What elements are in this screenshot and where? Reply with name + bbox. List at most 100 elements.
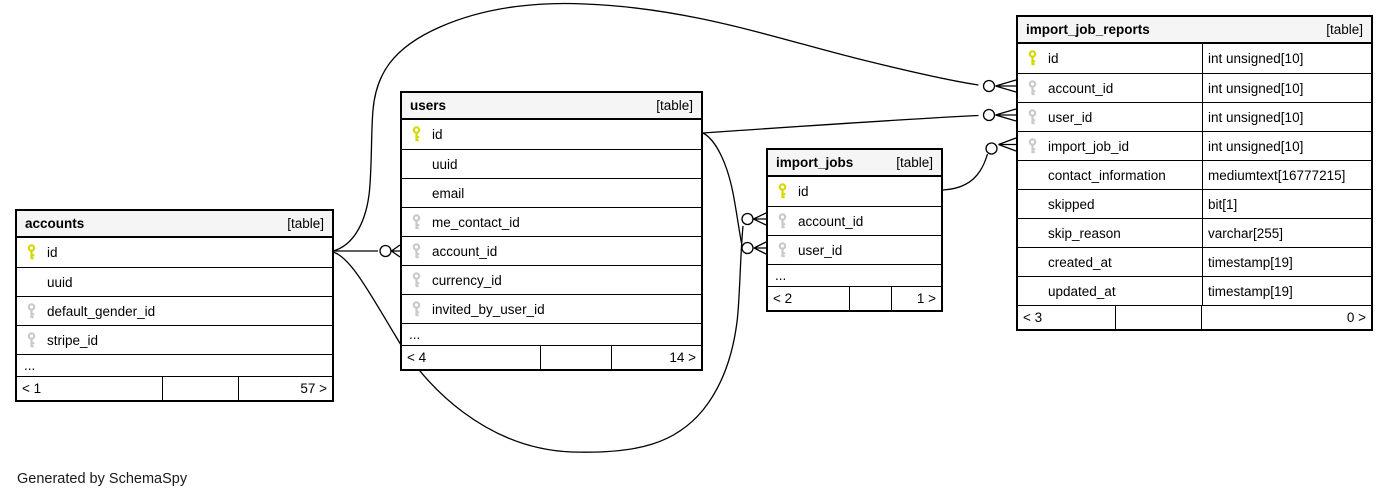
ellipsis-row: ... bbox=[402, 323, 701, 345]
edge-accounts-import-job-reports bbox=[332, 2, 979, 252]
column-name-cell: skipped bbox=[1018, 190, 1202, 218]
primary-key-icon-cell bbox=[768, 183, 798, 200]
primary-key-icon bbox=[27, 244, 36, 260]
column-row-email: email bbox=[402, 178, 701, 207]
zero-circle bbox=[741, 212, 754, 226]
column-row-id: id bbox=[17, 238, 332, 267]
foreign-key-icon-cell bbox=[17, 302, 47, 320]
foreign-key-icon bbox=[778, 241, 787, 257]
parent-count: < 4 bbox=[407, 350, 427, 365]
column-name: contact_information bbox=[1048, 167, 1166, 183]
column-type: int unsigned[10] bbox=[1202, 132, 1371, 160]
column-row-uuid: uuid bbox=[17, 267, 332, 296]
zero-circle bbox=[985, 142, 998, 155]
foreign-key-icon-cell bbox=[402, 213, 432, 231]
column-name-cell: contact_information bbox=[1018, 161, 1202, 189]
column-name: email bbox=[432, 185, 465, 201]
column-row-me_contact_id: me_contact_id bbox=[402, 207, 701, 236]
table-type-badge: [table] bbox=[896, 155, 933, 170]
table-type-badge: [table] bbox=[1326, 22, 1363, 37]
column-name: created_at bbox=[1048, 254, 1112, 270]
column-row-uuid: uuid bbox=[402, 149, 701, 178]
primary-key-icon-cell bbox=[17, 244, 47, 261]
footer-spacer bbox=[1115, 306, 1202, 329]
column-name: uuid bbox=[432, 156, 458, 172]
table-import-job-reports[interactable]: import_job_reports [table] id int unsigne… bbox=[1016, 15, 1373, 331]
column-name: me_contact_id bbox=[432, 214, 520, 230]
foreign-key-icon bbox=[412, 213, 421, 229]
column-type: mediumtext[16777215] bbox=[1202, 161, 1371, 189]
table-name[interactable]: import_jobs bbox=[776, 155, 854, 170]
column-type: int unsigned[10] bbox=[1202, 44, 1371, 73]
foreign-key-icon-cell bbox=[402, 300, 432, 318]
column-name: account_id bbox=[432, 243, 498, 259]
column-row-account_id: account_id bbox=[402, 236, 701, 265]
foreign-key-icon bbox=[412, 242, 421, 258]
crowfoot-import-jobs-user-id bbox=[753, 241, 767, 255]
primary-key-icon-cell bbox=[402, 126, 432, 143]
crowfoot-users-account-id bbox=[389, 244, 401, 258]
column-name-cell: user_id bbox=[1018, 103, 1202, 131]
foreign-key-icon-cell bbox=[1018, 137, 1048, 155]
column-row-user_id: user_id bbox=[768, 235, 941, 264]
zero-circle bbox=[982, 108, 996, 122]
column-name-cell: created_at bbox=[1018, 248, 1202, 276]
footer-spacer bbox=[540, 346, 612, 369]
column-type: int unsigned[10] bbox=[1202, 74, 1371, 102]
foreign-key-icon bbox=[412, 300, 421, 316]
column-name: uuid bbox=[47, 274, 73, 290]
table-type-badge: [table] bbox=[656, 98, 693, 113]
parent-count: < 1 bbox=[22, 381, 42, 396]
ellipsis-label: ... bbox=[409, 327, 421, 342]
zero-circle bbox=[741, 241, 754, 255]
column-row-stripe_id: stripe_id bbox=[17, 325, 332, 354]
generator-credit: Generated by SchemaSpy bbox=[17, 471, 188, 487]
column-row-id: id int unsigned[10] bbox=[1018, 44, 1371, 73]
foreign-key-icon bbox=[412, 271, 421, 287]
foreign-key-icon-cell bbox=[1018, 108, 1048, 126]
table-header: users [table] bbox=[402, 93, 701, 120]
column-row-account_id: account_id bbox=[768, 206, 941, 235]
parent-count: < 3 bbox=[1023, 310, 1043, 325]
column-name: stripe_id bbox=[47, 332, 99, 348]
foreign-key-icon bbox=[778, 212, 787, 228]
foreign-key-icon bbox=[1028, 79, 1037, 95]
table-footer: < 2 1 > bbox=[768, 286, 941, 310]
table-name[interactable]: accounts bbox=[25, 216, 85, 231]
table-header: import_jobs [table] bbox=[768, 150, 941, 177]
column-type: timestamp[19] bbox=[1202, 248, 1371, 276]
ellipsis-row: ... bbox=[768, 264, 941, 286]
column-name-cell: import_job_id bbox=[1018, 132, 1202, 160]
primary-key-icon bbox=[412, 126, 421, 142]
foreign-key-icon-cell bbox=[402, 242, 432, 260]
column-type: varchar[255] bbox=[1202, 219, 1371, 247]
column-name: id bbox=[1048, 51, 1059, 66]
zero-circle bbox=[379, 244, 392, 258]
table-footer: < 3 0 > bbox=[1018, 305, 1371, 329]
column-name: import_job_id bbox=[1048, 138, 1130, 154]
ellipsis-label: ... bbox=[775, 268, 787, 283]
column-name: skip_reason bbox=[1048, 225, 1121, 241]
column-name: id bbox=[432, 127, 443, 142]
table-name[interactable]: import_job_reports bbox=[1026, 22, 1150, 37]
table-footer: < 4 14 > bbox=[402, 345, 701, 369]
column-row-skip_reason: skip_reason varchar[255] bbox=[1018, 218, 1371, 247]
parent-count: < 2 bbox=[773, 291, 793, 306]
crowfoot-import-job-reports-user-id bbox=[995, 108, 1017, 122]
column-row-import_job_id: import_job_id int unsigned[10] bbox=[1018, 131, 1371, 160]
column-row-currency_id: currency_id bbox=[402, 265, 701, 294]
table-name[interactable]: users bbox=[410, 98, 447, 113]
footer-spacer bbox=[849, 287, 892, 310]
table-header: import_job_reports [table] bbox=[1018, 17, 1371, 44]
foreign-key-icon bbox=[27, 331, 36, 347]
primary-key-icon-cell bbox=[1018, 50, 1048, 67]
